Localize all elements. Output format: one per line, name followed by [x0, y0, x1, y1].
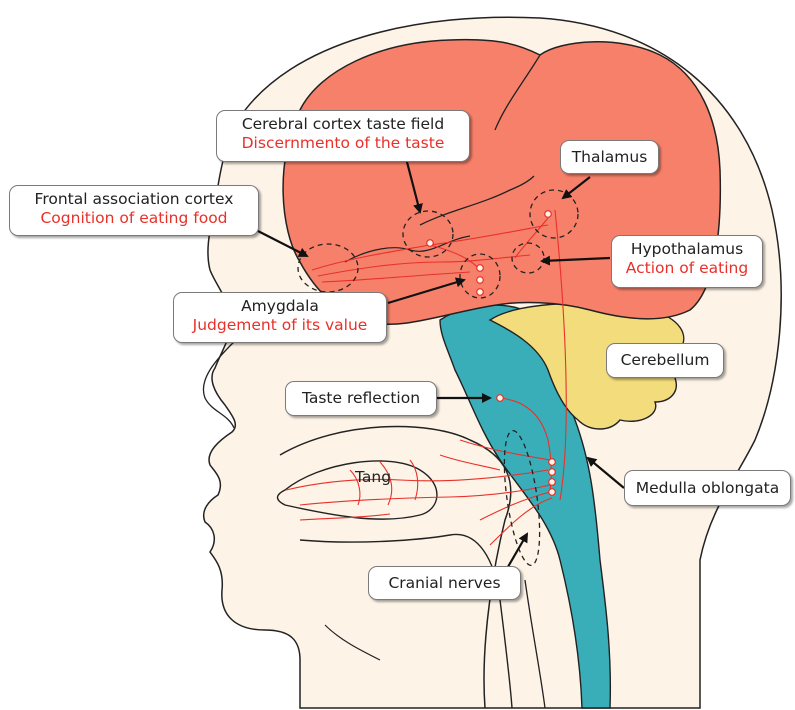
thalamus-name: Thalamus — [569, 145, 650, 169]
cranial-nerves-name: Cranial nerves — [377, 571, 512, 595]
cerebral-cortex-taste-function: Discernmento of the taste — [225, 134, 461, 153]
cerebellum-label: Cerebellum — [606, 343, 724, 378]
frontal-cortex-name: Frontal association cortex — [18, 190, 250, 209]
cerebral-cortex-taste-name: Cerebral cortex taste field — [225, 115, 461, 134]
taste-reflection-name: Taste reflection — [294, 386, 428, 411]
cranial-nerves-label: Cranial nerves — [368, 566, 521, 600]
amygdala-label: Amygdala Judgement of its value — [173, 292, 387, 343]
taste-reflection-label: Taste reflection — [285, 381, 437, 416]
tang-label: Tang — [355, 468, 391, 486]
frontal-cortex-label: Frontal association cortex Cognition of … — [9, 185, 259, 236]
cerebellum-name: Cerebellum — [615, 348, 715, 373]
medulla-oblongata-name: Medulla oblongata — [633, 475, 782, 501]
amygdala-function: Judgement of its value — [182, 316, 378, 335]
hypothalamus-name: Hypothalamus — [620, 240, 754, 259]
hypothalamus-function: Action of eating — [620, 259, 754, 278]
amygdala-name: Amygdala — [182, 297, 378, 316]
hypothalamus-label: Hypothalamus Action of eating — [611, 235, 763, 288]
frontal-cortex-function: Cognition of eating food — [18, 209, 250, 228]
thalamus-label: Thalamus — [560, 140, 659, 174]
cerebral-cortex-taste-label: Cerebral cortex taste field Discernmento… — [216, 110, 470, 162]
medulla-oblongata-label: Medulla oblongata — [624, 470, 791, 506]
